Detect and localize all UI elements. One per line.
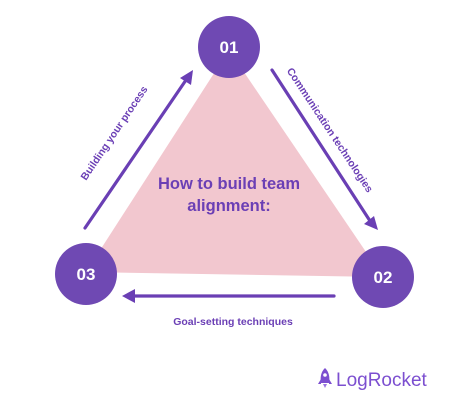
arrow-03-to-01 <box>83 70 193 230</box>
brand-name: LogRocket <box>336 370 428 391</box>
node-01: 01 <box>198 16 260 78</box>
node-02-label: 02 <box>374 268 393 287</box>
node-01-label: 01 <box>220 38 239 57</box>
diagram-title-line-1: How to build team <box>158 175 300 193</box>
logrocket-logo: LogRocket <box>318 368 428 391</box>
center-triangle <box>86 50 383 277</box>
arrow-01-to-02 <box>270 68 378 230</box>
arrow-02-to-03 <box>122 289 336 303</box>
diagram-title-line-2: alignment: <box>187 197 270 215</box>
edge-label-building-process: Building your process <box>79 84 151 183</box>
node-03-label: 03 <box>77 265 96 284</box>
rocket-icon <box>318 368 332 388</box>
node-02: 02 <box>352 246 414 308</box>
node-03: 03 <box>55 243 117 305</box>
edge-label-goal-setting: Goal-setting techniques <box>173 316 293 328</box>
